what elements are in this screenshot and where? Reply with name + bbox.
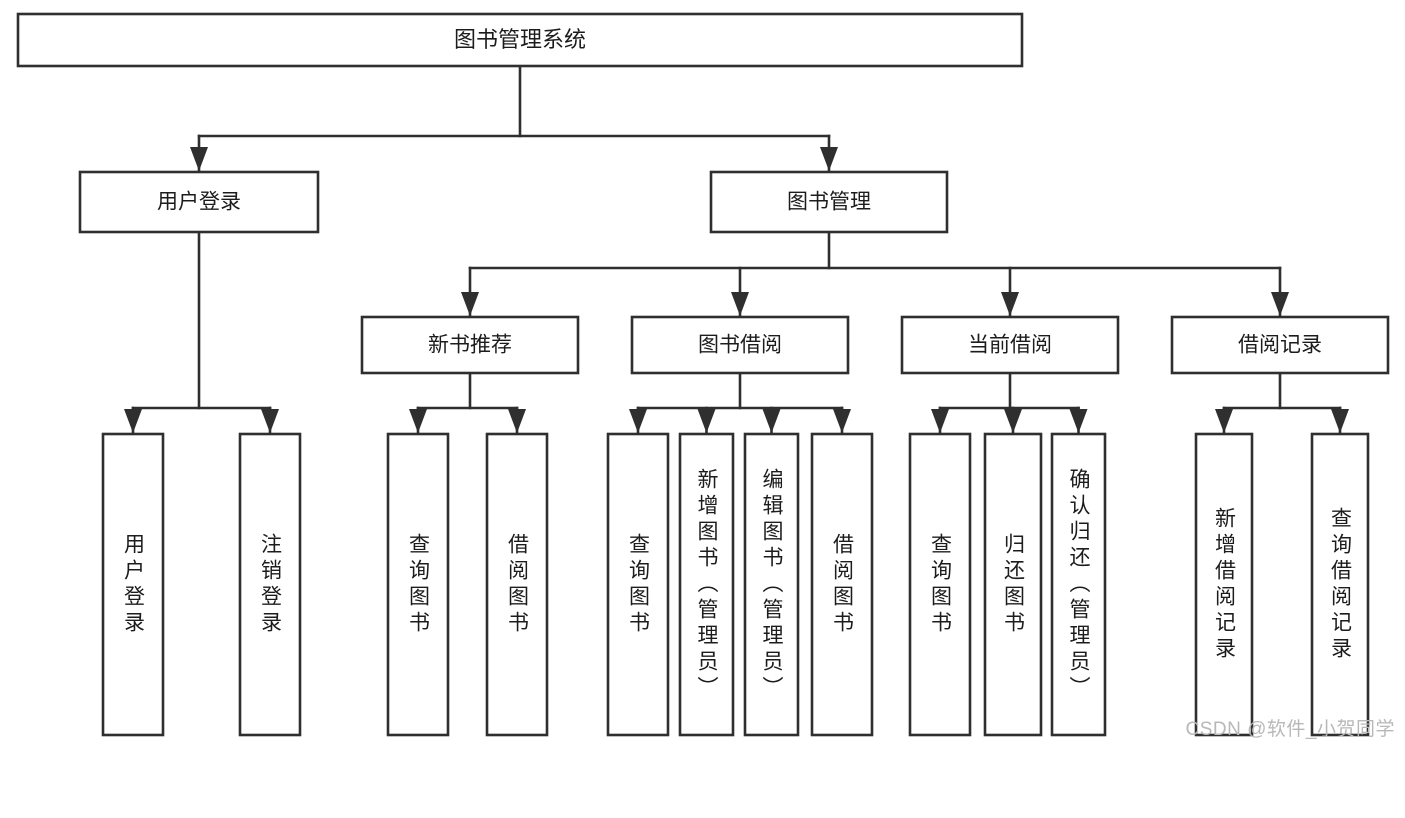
node-label-book-borrow: 图书借阅 [698,334,782,357]
node-box-leaf-query-book-recommend [386,432,450,737]
node-box-leaf-add-borrow-record [1194,432,1254,737]
node-box-leaf-query-borrow-record [1310,432,1370,737]
arrow-head-icon-leaf-borrow-book-recommend [508,409,526,433]
arrow-head-icon-leaf-confirm-return-admin [1069,409,1088,433]
arrow-head-icon-leaf-return-book [1004,409,1022,433]
node-box-current-borrow [900,315,1120,375]
node-box-leaf-add-book-admin [678,432,735,737]
node-label-user-login: 用户登录 [157,191,241,214]
arrow-head-icon-current-borrow [1001,292,1019,316]
arrow-head-icon-user-login [190,147,208,171]
arrow-head-icon-leaf-borrow-book [833,409,851,433]
node-box-leaf-query-book-current [908,432,972,737]
node-box-leaf-return-book [983,432,1043,737]
arrow-head-icon-book-borrow [731,292,749,316]
node-box-leaf-user-login [101,432,165,737]
node-box-leaf-confirm-return-admin [1050,432,1107,737]
node-box-borrow-records [1170,315,1390,375]
node-box-book-borrow [630,315,850,375]
node-box-leaf-borrow-book-recommend [485,432,549,737]
arrow-head-icon-leaf-add-book-admin [697,409,716,433]
node-label-root: 图书管理系统 [454,27,586,52]
node-box-layer [16,12,1390,737]
node-label-book-management: 图书管理 [787,191,871,214]
arrow-head-icon-leaf-add-borrow-record [1215,409,1233,433]
node-box-leaf-edit-book-admin [743,432,800,737]
csdn-watermark: CSDN @软件_小贺同学 [1185,719,1395,740]
node-label-new-book-recommend: 新书推荐 [428,334,512,357]
node-box-leaf-borrow-book [810,432,874,737]
node-box-book-management [709,170,949,234]
arrow-head-icon-leaf-query-book-borrow [629,409,647,433]
node-box-new-book-recommend [360,315,580,375]
arrow-head-icon-borrow-records [1271,292,1289,316]
arrow-head-icon-book-management [820,147,838,171]
arrow-head-icon-leaf-query-borrow-record [1331,409,1349,433]
node-box-user-login [78,170,320,234]
arrow-head-icon-leaf-query-book-recommend [409,409,427,433]
node-label-current-borrow: 当前借阅 [968,334,1052,357]
connector-layer [124,64,1349,434]
diagram-canvas: 图书管理系统用户登录图书管理新书推荐图书借阅当前借阅借阅记录 用户登录注销登录查… [16,12,1395,740]
arrow-head-icon-leaf-user-login [124,409,142,433]
arrow-head-icon-leaf-user-logout [261,409,279,433]
arrow-head-icon-leaf-query-book-current [931,409,949,433]
node-box-root [16,12,1024,68]
node-label-borrow-records: 借阅记录 [1238,334,1322,357]
node-box-leaf-user-logout [238,432,302,737]
arrow-head-icon-new-book-recommend [461,292,479,316]
node-box-leaf-query-book-borrow [606,432,670,737]
arrow-head-icon-leaf-edit-book-admin [762,409,781,433]
